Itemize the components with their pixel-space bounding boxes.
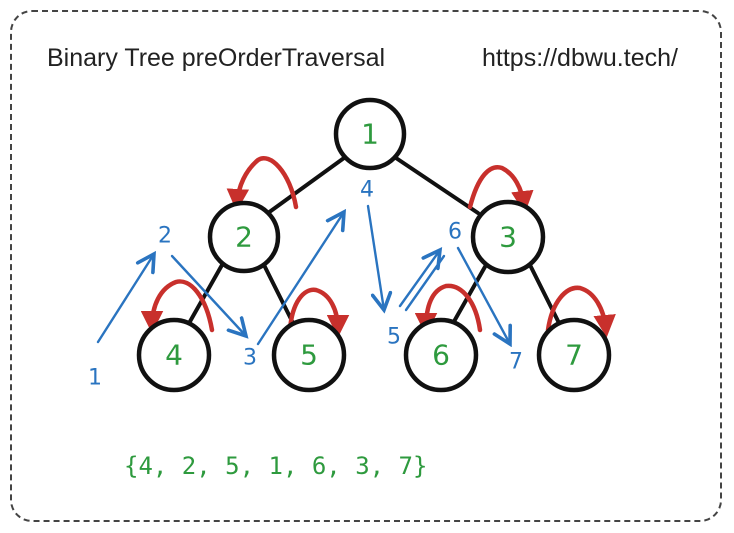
visit-arrow-node-7	[545, 285, 616, 338]
step-label-1: 1	[88, 366, 102, 391]
edge-2-5	[262, 263, 296, 327]
visit-arrow-node-6	[414, 283, 483, 336]
step-labels: 1 2 3 4 5 6 7	[88, 178, 523, 391]
traversal-result: {4, 2, 5, 1, 6, 3, 7}	[124, 452, 428, 480]
node-label-7: 7	[565, 339, 583, 372]
tree-node-7: 7	[536, 317, 612, 393]
visit-arrow-node-3	[467, 165, 534, 214]
step-label-4: 4	[360, 178, 374, 203]
edge-3-7	[528, 263, 562, 327]
step-label-2: 2	[158, 224, 172, 249]
step-label-6: 6	[448, 220, 462, 245]
traversal-arrow-5-to-6b	[404, 254, 446, 312]
node-label-3: 3	[499, 221, 517, 254]
step-label-5: 5	[387, 325, 401, 350]
tree-node-4: 4	[136, 317, 212, 393]
tree-node-2: 2	[207, 200, 281, 274]
visit-arrows	[140, 156, 616, 338]
traversal-arrows	[96, 204, 510, 346]
traversal-arrow-5-to-6a	[398, 250, 440, 308]
edge-2-4	[186, 263, 224, 327]
source-url: https://dbwu.tech/	[482, 44, 678, 72]
diagram-title: Binary Tree preOrderTraversal	[47, 44, 386, 72]
step-label-7: 7	[509, 350, 523, 375]
diagram-frame	[10, 10, 722, 522]
edge-1-3	[394, 156, 480, 215]
node-label-6: 6	[432, 339, 450, 372]
traversal-arrow-2-to-3	[170, 254, 246, 336]
step-label-3: 3	[243, 346, 257, 371]
node-label-2: 2	[235, 221, 253, 254]
tree-node-1: 1	[333, 97, 407, 171]
traversal-arrow-3-to-4	[256, 212, 344, 346]
visit-arrow-node-2	[226, 156, 299, 212]
edge-3-6	[450, 263, 488, 327]
tree-edges	[186, 156, 562, 327]
node-label-1: 1	[361, 118, 379, 151]
traversal-arrow-4-to-5	[366, 204, 384, 310]
tree-node-6: 6	[403, 317, 479, 393]
tree-node-3: 3	[470, 199, 546, 275]
node-label-4: 4	[165, 339, 183, 372]
traversal-arrow-1-to-2	[96, 254, 154, 344]
visit-arrow-node-4	[140, 279, 215, 334]
edge-1-2	[266, 156, 346, 215]
traversal-arrow-6-to-7	[456, 246, 510, 344]
tree-node-5: 5	[271, 317, 347, 393]
visit-arrow-node-5	[287, 287, 350, 338]
node-label-5: 5	[300, 339, 318, 372]
